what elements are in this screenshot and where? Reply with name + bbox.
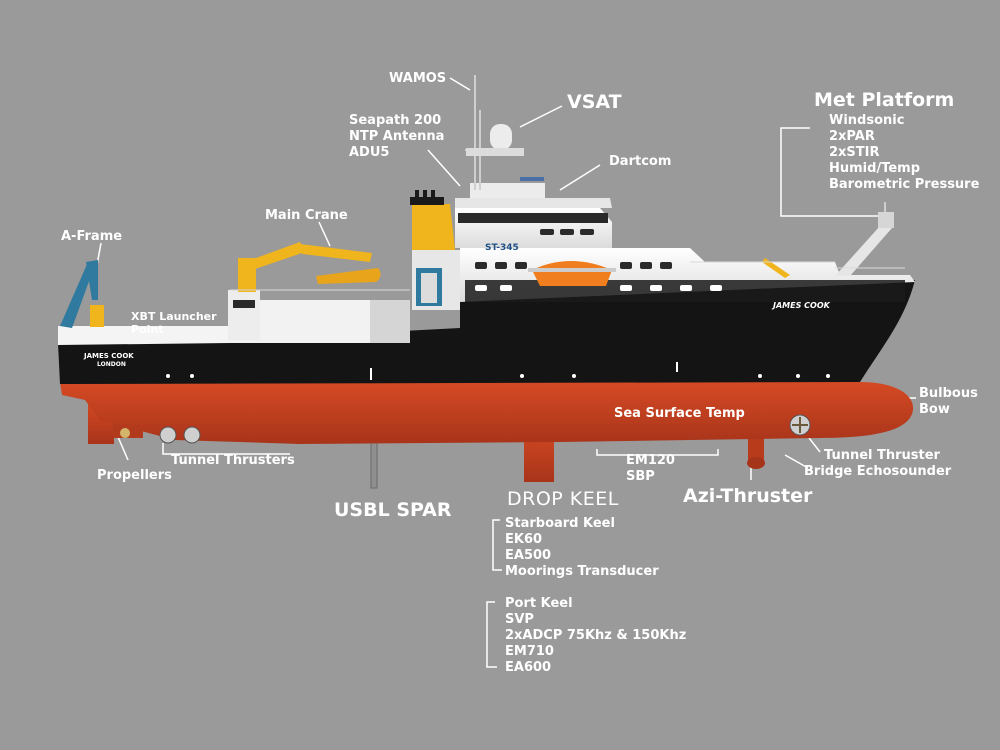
funnel (410, 190, 460, 310)
ship-name-stern: JAMES COOK (84, 352, 134, 360)
label-wamos: WAMOS (389, 71, 447, 86)
label-sea-surface-temp: Sea Surface Temp (614, 406, 745, 421)
label-drop-keel: DROP KEEL (507, 488, 619, 510)
label-azi-thruster: Azi-Thruster (683, 485, 813, 507)
met-platform-mast (835, 202, 894, 276)
label-tunnel-thrusters: Tunnel Thrusters (171, 453, 295, 468)
label-vsat: VSAT (567, 91, 622, 113)
funnel-code: ST-345 (485, 243, 519, 253)
hull-upper (58, 280, 915, 384)
main-crane-shape (238, 242, 381, 292)
ship-port-stern: LONDON (97, 361, 126, 368)
hull-lower (60, 382, 914, 444)
stern-tunnel-thrusters (120, 426, 201, 444)
label-a-frame: A-Frame (61, 229, 123, 244)
a-frame-shape (60, 260, 104, 328)
label-tunnel-thruster: Tunnel Thruster (824, 448, 940, 463)
azi-thruster-shape (747, 438, 765, 469)
label-main-crane: Main Crane (265, 208, 348, 223)
label-bridge-echosounder: Bridge Echosounder (804, 464, 952, 479)
bow-tunnel-thruster (789, 414, 811, 436)
label-dartcom: Dartcom (609, 154, 672, 169)
label-usbl-spar: USBL SPAR (334, 499, 452, 521)
lifeboat (528, 261, 616, 286)
ship-name-bow: JAMES COOK (773, 301, 830, 310)
label-met-platform: Met Platform (814, 89, 955, 111)
label-propellers: Propellers (97, 468, 172, 483)
